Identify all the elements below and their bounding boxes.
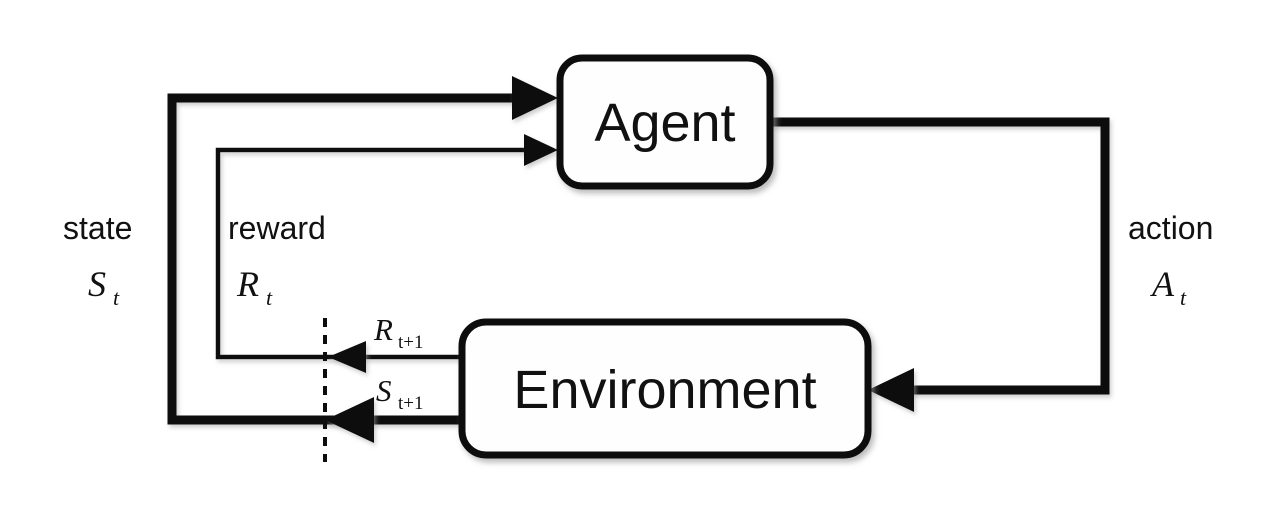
state-arrowhead-into-agent: [512, 76, 558, 120]
edge-state-feedback: [167, 93, 528, 425]
agent-label: Agent: [594, 93, 735, 153]
reward-subscript-label: t: [266, 285, 273, 310]
label-reward: reward R t: [228, 210, 326, 310]
state-word-label: state: [63, 210, 132, 246]
next-state-symbol-label: S: [376, 373, 392, 408]
reward-arrowhead-into-agent: [524, 134, 558, 166]
state-symbol-label: S: [88, 264, 106, 304]
action-line: [770, 117, 1110, 395]
edge-action-forward: [770, 117, 1110, 395]
next-state-arrowhead: [325, 397, 374, 443]
action-symbol-label: A: [1150, 264, 1175, 304]
next-reward-arrowhead: [328, 341, 366, 373]
label-action: action A t: [1128, 210, 1213, 310]
environment-label: Environment: [513, 360, 816, 420]
label-next-state: S t+1: [376, 373, 424, 414]
environment-box[interactable]: [458, 318, 872, 459]
node-agent[interactable]: Agent: [556, 54, 774, 190]
next-reward-subscript-label: t+1: [398, 332, 424, 353]
label-next-reward: R t+1: [373, 312, 424, 353]
action-arrowhead-into-environment: [868, 368, 914, 412]
label-state: state S t: [63, 210, 132, 310]
node-environment[interactable]: Environment: [458, 318, 872, 459]
state-feedback-line: [167, 93, 528, 425]
reward-word-label: reward: [228, 210, 326, 246]
action-word-label: action: [1128, 210, 1213, 246]
agent-box[interactable]: [556, 54, 774, 190]
state-subscript-label: t: [113, 285, 120, 310]
next-reward-symbol-label: R: [373, 312, 393, 347]
next-state-subscript-label: t+1: [398, 393, 424, 414]
action-subscript-label: t: [1180, 285, 1187, 310]
reward-symbol-label: R: [236, 264, 259, 304]
